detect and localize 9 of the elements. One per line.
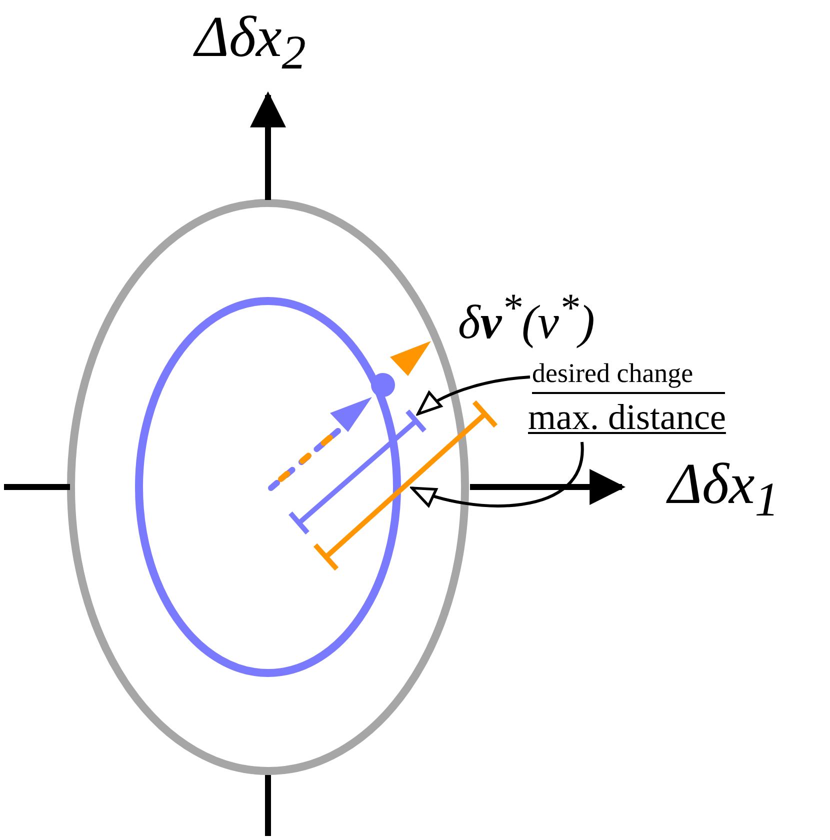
axis-label: Δδx$_{1}$ <box>668 455 779 525</box>
fraction-term: desired change <box>532 360 694 387</box>
axis-label: Δδx$_{2}$ <box>195 8 306 78</box>
leader-line <box>416 376 530 416</box>
dimension-bar <box>313 400 498 571</box>
vector-label: δv$^{*}$(ν$^{*}$) <box>458 288 595 347</box>
fraction-term: max. distance <box>528 399 726 435</box>
leader-line <box>410 442 584 508</box>
dimension-bar <box>288 410 426 534</box>
